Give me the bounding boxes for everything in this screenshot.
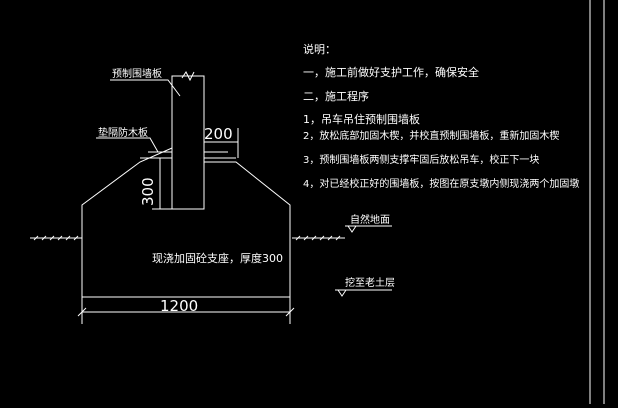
notes-line2: 二，施工程序: [303, 89, 369, 103]
label-dig-old-soil: 挖至老土层: [345, 276, 395, 289]
natural-ground-marker: [347, 225, 357, 233]
notes-step3: 3，预制围墙板两侧支撑牢固后放松吊车，校正下一块: [303, 153, 539, 166]
label-waterproof-board: 垫隔防木板: [98, 126, 148, 139]
label-natural-ground: 自然地面: [350, 213, 390, 226]
notes-title: 说明：: [303, 42, 336, 56]
label-dim-300: 300: [139, 177, 157, 206]
old-soil-marker: [337, 289, 347, 297]
footing-outline: [81, 147, 291, 298]
notes-step1: 1，吊车吊住预制围墙板: [303, 112, 420, 126]
leader-precast-panel: [110, 79, 181, 97]
dim-1200-tick-left: [77, 307, 87, 317]
dim-1200-tick-right: [285, 307, 295, 317]
notes-step4: 4，对已经校正好的围墙板，按图在原支墩内侧现浇两个加固墩: [303, 177, 579, 190]
notes-step2: 2，放松底部加固木楔，并校直预制围墙板，重新加固木楔: [303, 129, 559, 142]
notes-line1: 一，施工前做好支护工作，确保安全: [303, 65, 479, 79]
ground-hatch-right: [295, 235, 341, 241]
ground-hatch-left: [33, 235, 79, 241]
label-dim-1200: 1200: [160, 297, 198, 315]
precast-wall-panel: [171, 75, 205, 210]
label-base-note: 现浇加固砼支座，厚度300: [152, 251, 283, 265]
label-precast-panel: 预制围墙板: [112, 67, 162, 80]
label-dim-200: 200: [204, 125, 233, 143]
leader-waterproof-board: [96, 137, 159, 153]
panel-break-mark: [181, 71, 195, 82]
